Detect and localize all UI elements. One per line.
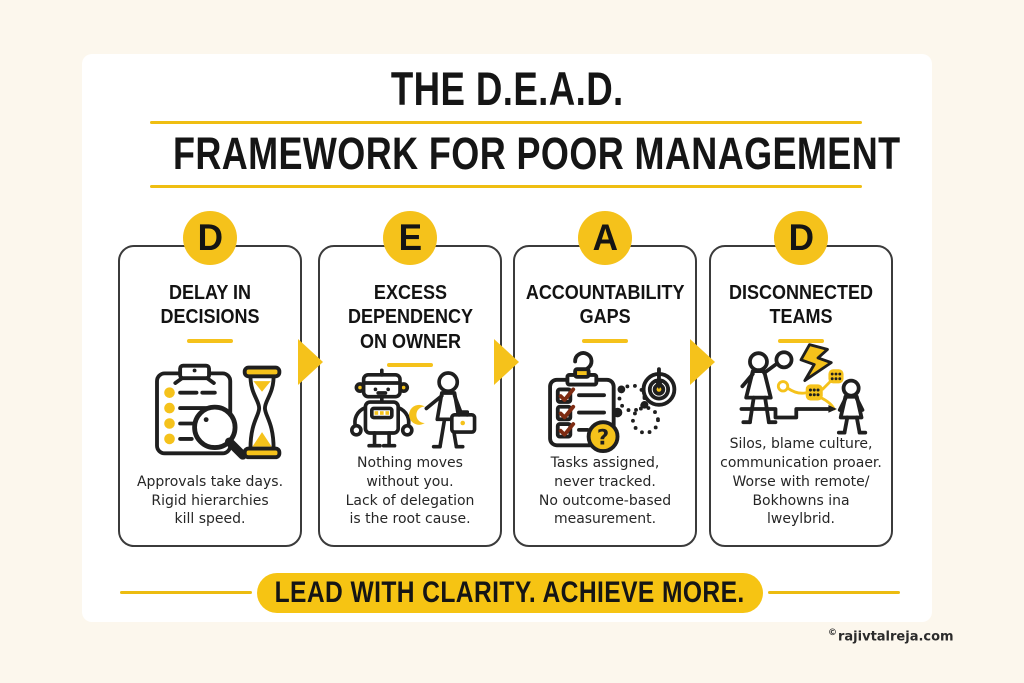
card-body-text: Tasks assigned, never tracked. No outcom… — [538, 455, 672, 528]
tagline-banner: LEAD WITH CLARITY. ACHIEVE MORE. — [257, 573, 763, 613]
page-subtitle: FRAMEWORK FOR POOR MANAGEMENT — [82, 131, 932, 177]
title-dash — [187, 338, 233, 343]
title-dash — [778, 338, 824, 343]
flow-arrow-right-icon — [690, 339, 715, 385]
banner-left-line — [120, 591, 252, 594]
copyright-icon: © — [828, 628, 837, 638]
svg-text:?: ? — [597, 425, 609, 450]
flow-arrow-right-icon — [298, 339, 323, 385]
title-dash — [387, 363, 433, 368]
card-title: DISCONNECTED TEAMS — [728, 282, 873, 329]
letter-badge-text: E — [398, 217, 422, 258]
card-excess-dependency: E EXCESS DEPENDENCY ON OWNER — [318, 211, 502, 547]
letter-badge: D — [774, 211, 828, 265]
card-disconnected-teams: D DISCONNECTED TEAMS — [709, 211, 893, 547]
card-title: DELAY IN DECISIONS — [160, 282, 260, 329]
card-body-text: Approvals take days. Rigid hierarchies k… — [136, 473, 284, 528]
letter-badge-text: D — [788, 217, 814, 258]
page-subtitle-text: FRAMEWORK FOR POOR MANAGEMENT — [172, 128, 901, 179]
letter-badge: A — [578, 211, 632, 265]
title-dash — [582, 338, 628, 343]
robot-owner-briefcase-icon — [335, 368, 485, 454]
card-title: ACCOUNTABILITY GAPS — [525, 282, 685, 329]
flow-arrow-right-icon — [494, 339, 519, 385]
card-accountability-gaps: A ACCOUNTABILITY GAPS — [513, 211, 697, 547]
page-title-text: THE D.E.A.D. — [390, 62, 624, 115]
infographic-panel: THE D.E.A.D. FRAMEWORK FOR POOR MANAGEME… — [82, 54, 932, 622]
people-conflict-lightning-icon — [726, 343, 876, 435]
page-title: THE D.E.A.D. — [82, 62, 932, 115]
attribution-text: rajivtalreja.com — [838, 629, 954, 645]
card-body-text: Nothing moves without you. Lack of deleg… — [345, 455, 475, 528]
card-delay-in-decisions: D DELAY IN DECISIONS — [118, 211, 302, 547]
card-title: EXCESS DEPENDENCY ON OWNER — [347, 282, 473, 353]
tagline-text: LEAD WITH CLARITY. ACHIEVE MORE. — [274, 576, 746, 609]
letter-badge: D — [183, 211, 237, 265]
card-body-text: Silos, blame culture, communication proa… — [720, 436, 882, 528]
clipboard-magnifier-hourglass-icon — [135, 347, 285, 473]
letter-badge-text: A — [592, 217, 618, 258]
title-divider — [150, 121, 862, 124]
checklist-question-target-icon: ? — [530, 347, 680, 454]
letter-badge-text: D — [197, 217, 223, 258]
attribution: ©rajivtalreja.com — [828, 628, 954, 644]
banner-right-line — [768, 591, 900, 594]
letter-badge: E — [383, 211, 437, 265]
subtitle-divider — [150, 185, 862, 188]
